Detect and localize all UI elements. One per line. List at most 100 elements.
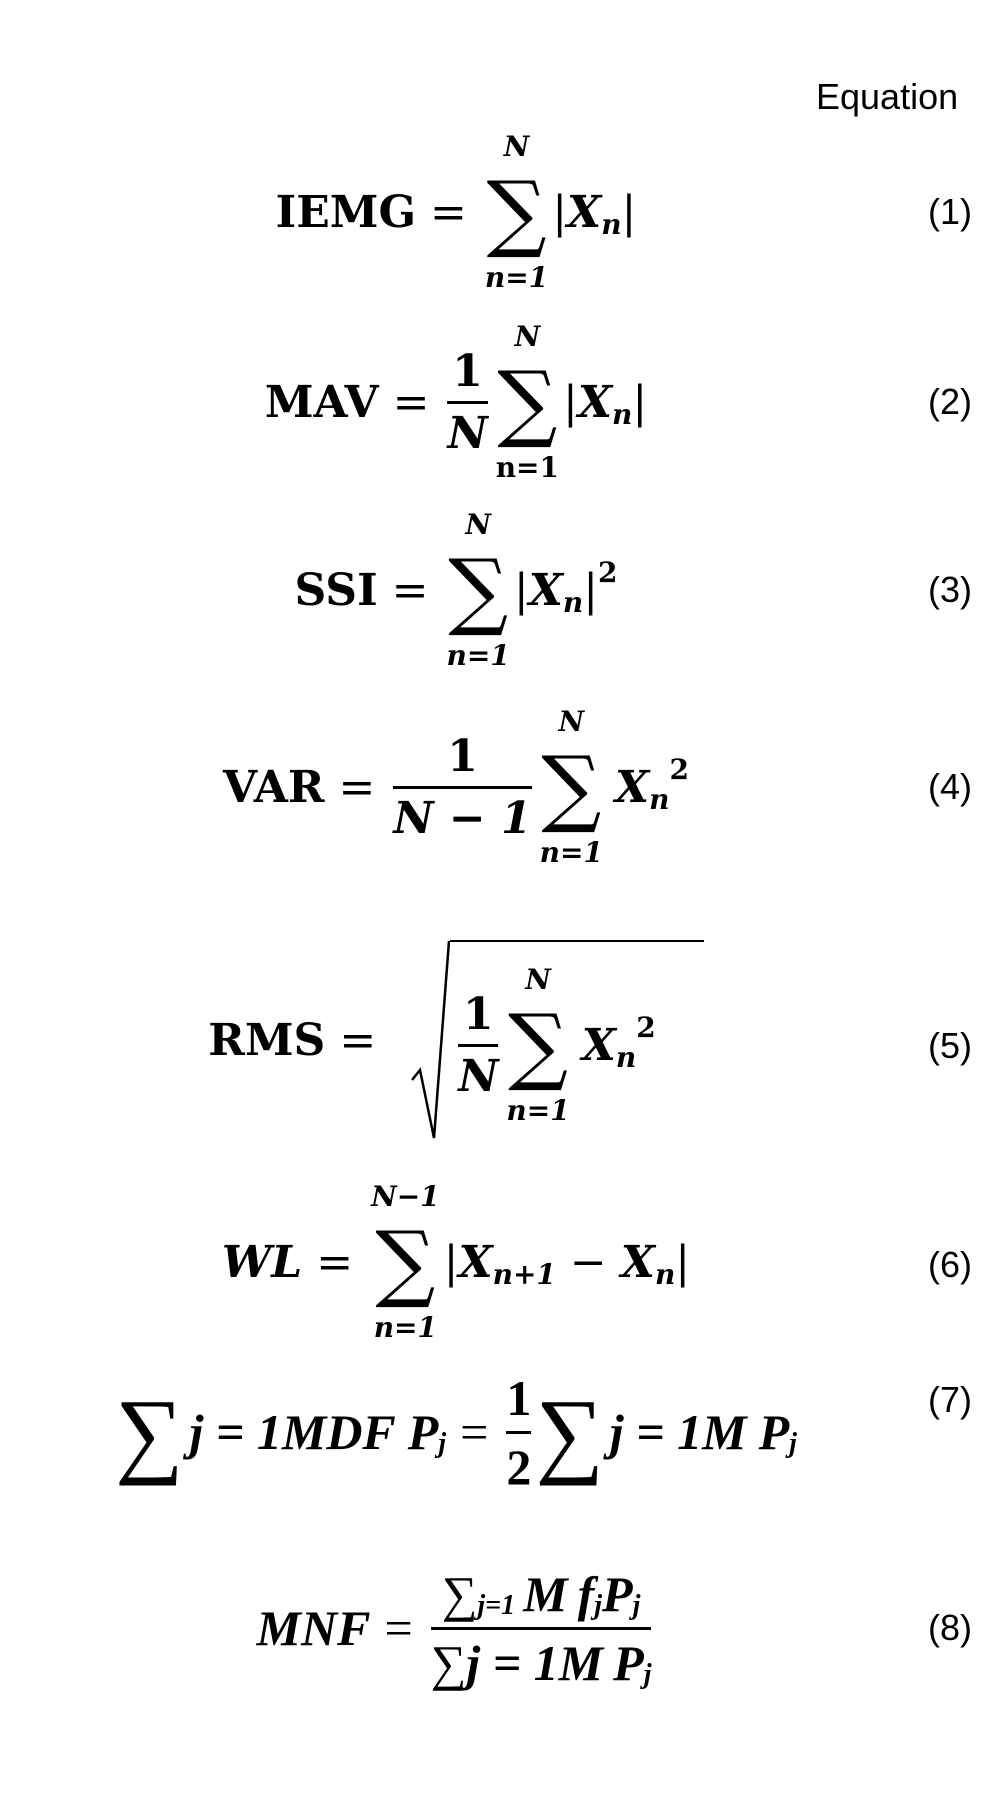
superscript: 2: [669, 752, 689, 786]
variable: X: [620, 1236, 655, 1288]
variable: P: [758, 1404, 790, 1460]
lower-limit: n=1: [495, 451, 560, 484]
sigma-icon: ∑: [541, 738, 602, 836]
upper-limit: N: [525, 963, 551, 996]
equation-column-header: Equation: [816, 76, 959, 117]
equation-number: (1): [928, 191, 972, 232]
superscript: 2: [636, 1010, 656, 1044]
radical-sign-icon: [411, 940, 451, 1139]
lower-limit: n=1: [446, 639, 510, 672]
lower-limit: n=1: [373, 1311, 438, 1344]
variable: X: [577, 376, 612, 428]
sigma-icon: ∑: [535, 1378, 604, 1486]
sigma-icon: ∑: [375, 1213, 436, 1311]
summation: N−1∑n=1: [371, 1180, 440, 1344]
subscript: j=1: [477, 1589, 516, 1621]
variable: X: [581, 1019, 616, 1071]
variable: X: [567, 186, 602, 238]
denominator: N − 1: [393, 785, 532, 844]
variable: f: [577, 1565, 595, 1622]
summation: N∑n=1: [496, 320, 559, 484]
equals: =: [338, 761, 376, 813]
summation: N∑n=1: [447, 508, 510, 672]
variable: X: [458, 1236, 493, 1288]
subscript: n: [654, 1257, 676, 1291]
variable: P: [613, 1634, 644, 1691]
denominator: N: [447, 400, 488, 459]
sigma-icon: ∑: [508, 996, 569, 1094]
subscript: n: [601, 207, 622, 241]
equals: =: [339, 1014, 377, 1066]
lower-limit: n=1: [539, 836, 603, 869]
subscript: n+1: [492, 1257, 556, 1291]
variable: P: [407, 1404, 439, 1460]
subscript: n: [615, 1040, 637, 1074]
abs-bar: |: [563, 376, 578, 428]
abs-bar: |: [632, 376, 648, 428]
upper-limit: N: [514, 320, 541, 353]
upper-limit: N: [558, 705, 585, 738]
subscript: n: [649, 782, 670, 816]
equation-number: (3): [928, 569, 972, 610]
sigma-icon: ∑: [448, 541, 509, 639]
equals: =: [460, 1404, 489, 1460]
lhs: VAR: [223, 761, 325, 813]
denominator: 2: [506, 1430, 532, 1496]
variable: P: [602, 1565, 633, 1622]
equation-number: (7): [928, 1379, 972, 1420]
subscript: j: [632, 1589, 641, 1621]
sigma-icon: ∑: [497, 353, 558, 451]
numerator: 1: [452, 345, 483, 397]
summation: N∑n=1: [506, 963, 569, 1127]
summation: N∑n=1: [540, 705, 603, 869]
abs-bar: |: [583, 564, 599, 616]
sigma-icon: ∑: [486, 163, 547, 261]
right-expression: j = 1M: [609, 1404, 747, 1460]
equals: =: [392, 376, 430, 428]
equation-number: (5): [928, 1025, 972, 1066]
abs-bar: |: [552, 186, 568, 238]
equals: =: [391, 564, 429, 616]
abs-bar: |: [443, 1236, 459, 1288]
lhs: MNF: [256, 1600, 371, 1656]
subscript: j: [438, 1428, 447, 1459]
equals: =: [316, 1236, 354, 1288]
equals: =: [430, 186, 467, 238]
numerator: 1: [447, 730, 478, 782]
numerator: 1: [463, 988, 494, 1040]
lhs: WL: [221, 1236, 303, 1288]
left-expression: j = 1MDF: [189, 1404, 396, 1460]
upper-limit: N−1: [371, 1180, 440, 1213]
variable: X: [614, 761, 650, 813]
sigma-icon: ∑: [441, 1565, 478, 1622]
equation-number: (4): [928, 766, 972, 807]
upper-limit: N: [503, 130, 530, 163]
lhs: RMS: [208, 1014, 326, 1066]
equals: =: [384, 1600, 413, 1656]
numerator: 1: [506, 1369, 532, 1426]
subscript: n: [562, 585, 584, 619]
abs-bar: |: [621, 186, 637, 238]
upper-limit: N: [465, 508, 491, 541]
lhs: IEMG: [275, 186, 417, 238]
abs-bar: |: [675, 1236, 691, 1288]
lhs: MAV: [264, 376, 379, 428]
subscript: j: [643, 1658, 652, 1690]
sigma-icon: ∑: [430, 1634, 467, 1691]
equation-number: (6): [928, 1244, 972, 1285]
sigma-icon: ∑: [115, 1378, 184, 1486]
